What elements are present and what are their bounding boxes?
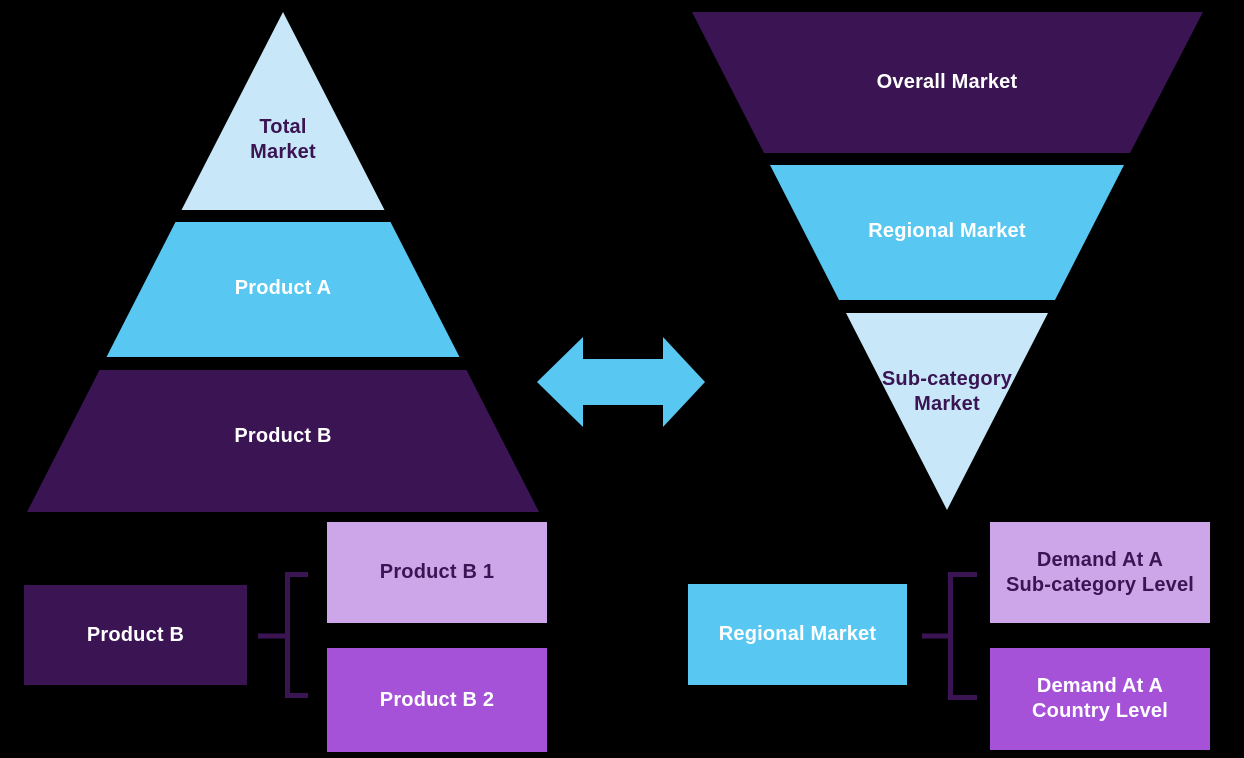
- demand-subcategory-box: [990, 522, 1210, 623]
- product-b2-box: [327, 648, 547, 752]
- regional-market-root-box: [688, 584, 907, 685]
- pyramid-level-total-market: [181, 12, 385, 210]
- pyramid-level-product-b: [27, 370, 539, 512]
- product-b-bracket: [285, 572, 308, 698]
- pyramid-level-product-a: [106, 222, 460, 357]
- product-b1-box: [327, 522, 547, 623]
- funnel-level-regional-market: [770, 165, 1124, 300]
- funnel-level-overall-market: [692, 12, 1203, 153]
- funnel-level-subcategory-market: [846, 313, 1048, 510]
- double-arrow-icon: [537, 337, 705, 427]
- regional-market-bracket: [948, 572, 977, 700]
- product-b-root-box: [24, 585, 247, 685]
- demand-country-box: [990, 648, 1210, 750]
